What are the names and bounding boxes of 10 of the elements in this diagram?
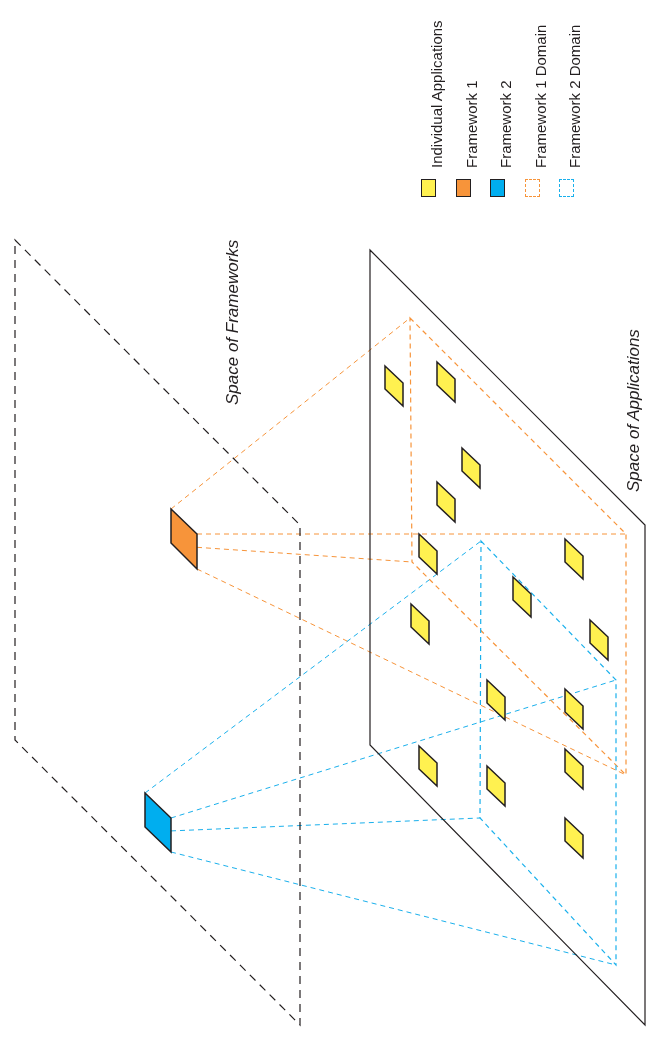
legend-label: Framework 2 [497, 80, 515, 168]
legend-label: Framework 1 [462, 80, 481, 168]
plane-label: Space of Frameworks [224, 239, 242, 405]
projection-line [196, 533, 627, 535]
projection-line [170, 679, 617, 819]
legend-label: Individual Applications [428, 20, 446, 168]
legend-label: Framework 1 Domain [531, 24, 550, 168]
legend-label: Framework 2 Domain [566, 24, 584, 168]
plane-label: Space of Applications [625, 329, 643, 492]
projection-line [144, 540, 482, 794]
